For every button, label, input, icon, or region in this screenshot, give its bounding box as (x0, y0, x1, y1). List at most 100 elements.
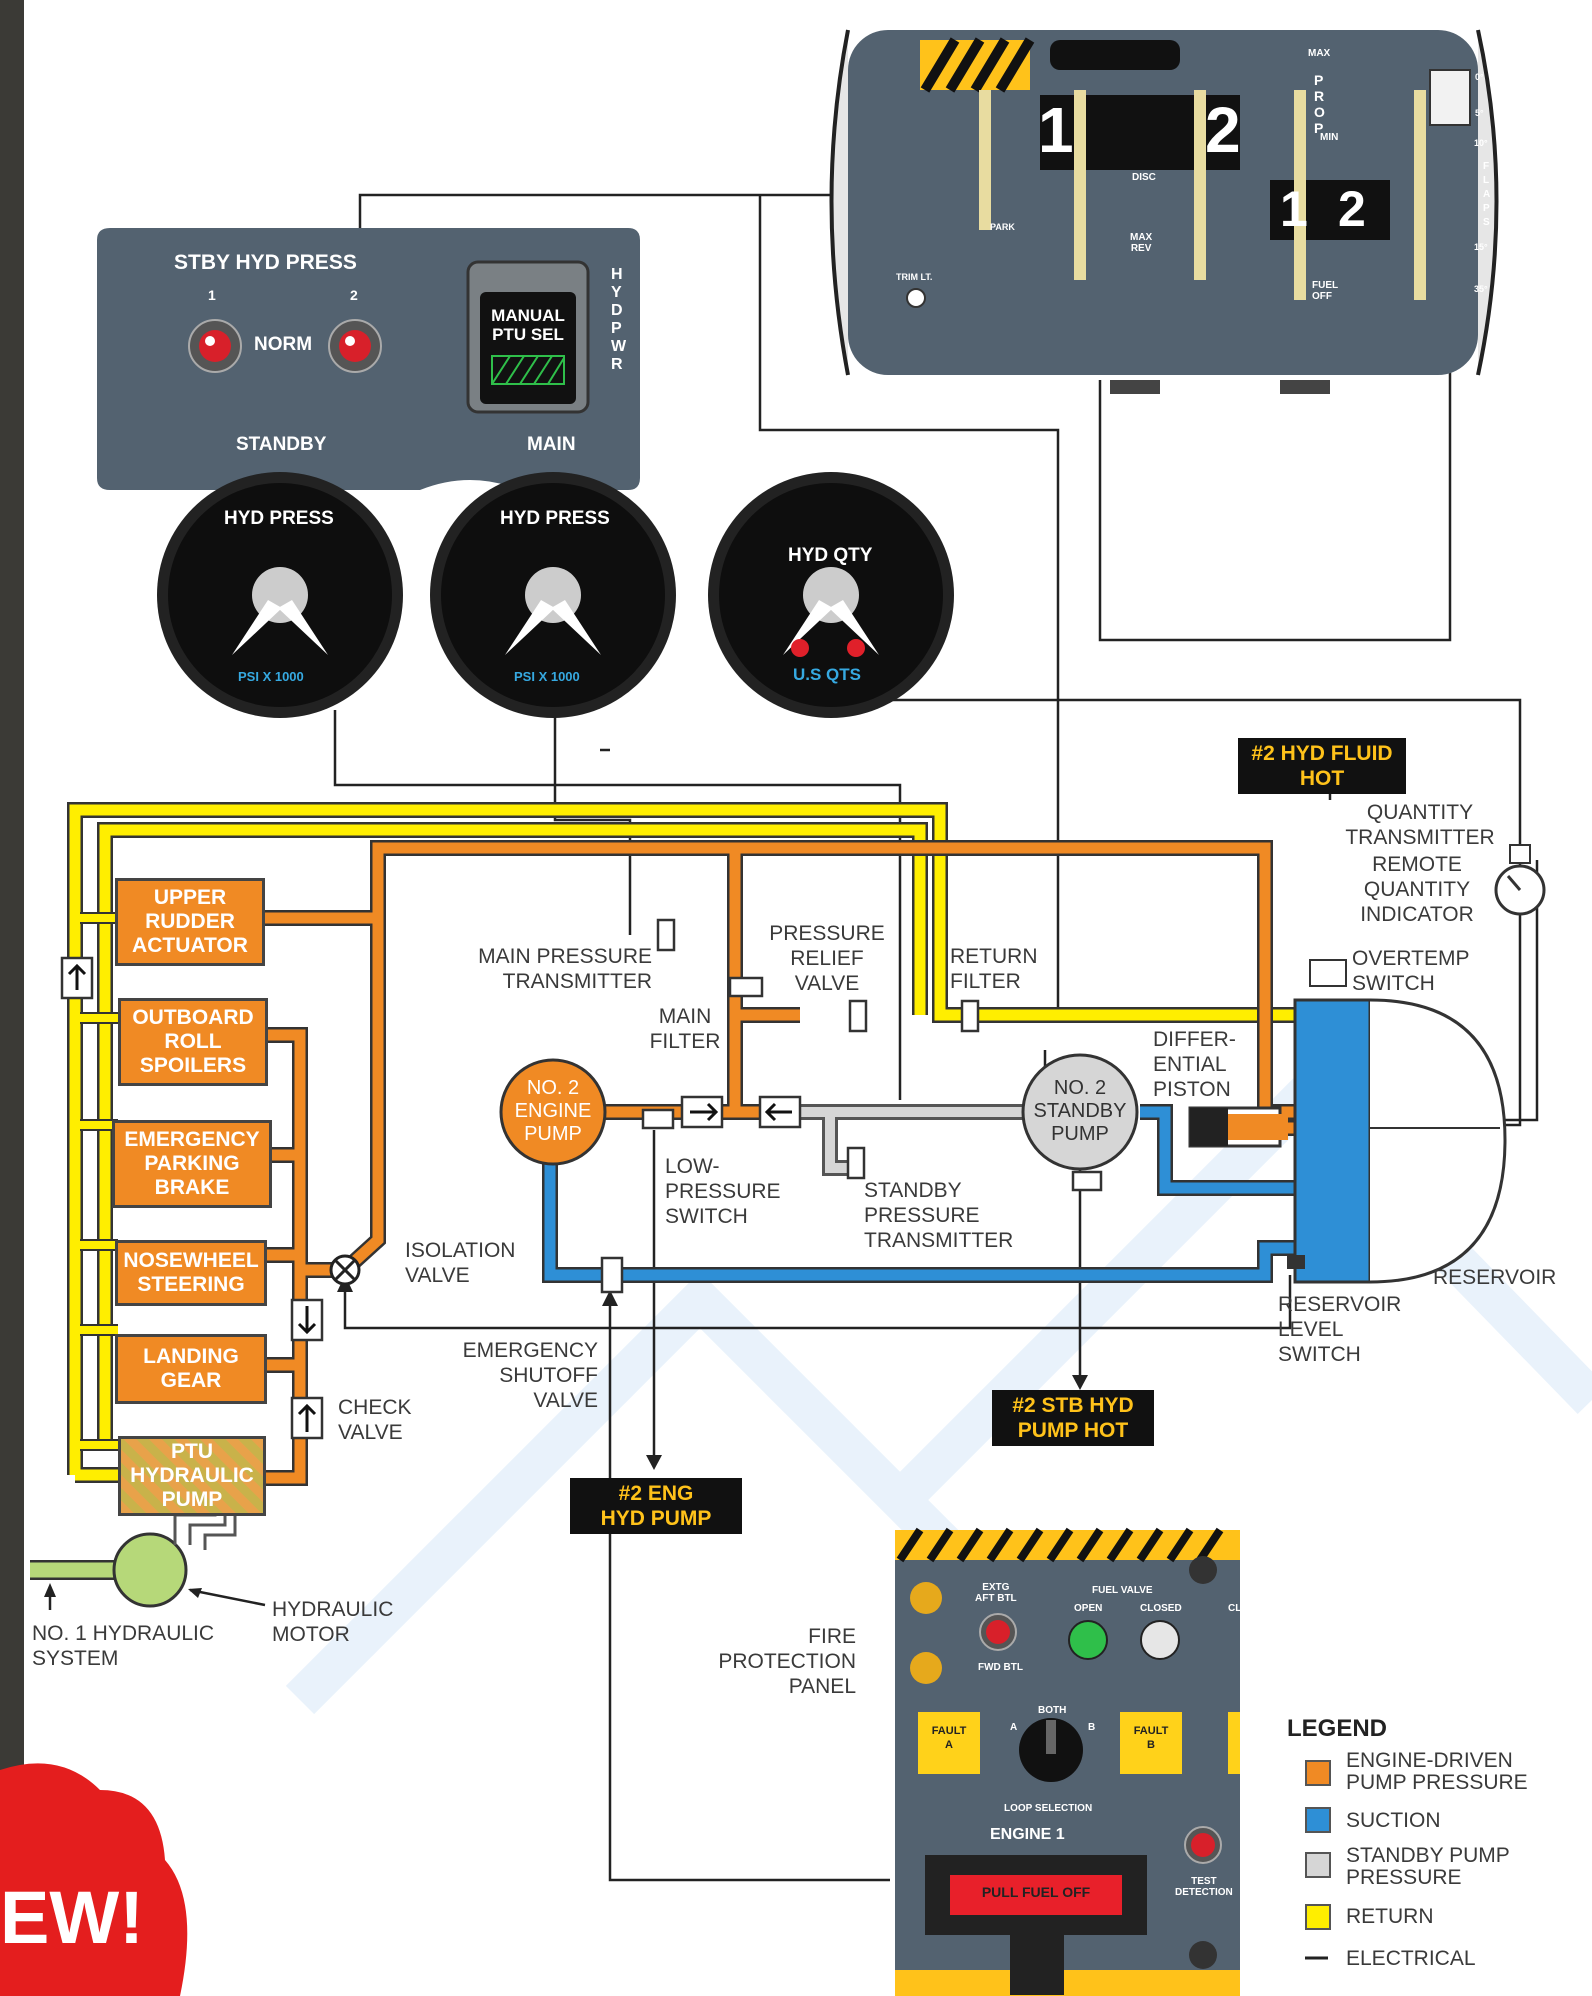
condition-lever-1[interactable]: 1 (1280, 181, 1308, 237)
main-gauge-title: HYD PRESS (500, 508, 610, 529)
reservoir-level-switch (1287, 1255, 1305, 1269)
flaps-label: FLAPS (1483, 161, 1491, 228)
low-pressure-switch-label: LOW- PRESSURE SWITCH (665, 1155, 781, 1228)
legend-label-pressure: ENGINE-DRIVEN PUMP PRESSURE (1346, 1749, 1528, 1794)
legend-label-standby: STANDBY PUMP PRESSURE (1346, 1844, 1510, 1889)
quantity-transmitter-label: QUANTITY TRANSMITTER (1345, 801, 1495, 849)
loop-a-label: A (1010, 1722, 1018, 1733)
main-pressure-transmitter-label: MAIN PRESSURE TRANSMITTER (478, 945, 652, 993)
legend-label-electrical: ELECTRICAL (1346, 1947, 1476, 1970)
cl-label: CL (1228, 1603, 1242, 1614)
open-label: OPEN (1074, 1603, 1103, 1614)
norm-label: NORM (254, 334, 313, 355)
flap-mark-0: 0° (1475, 72, 1484, 82)
isolation-valve-label: ISOLATION VALVE (405, 1239, 516, 1287)
new-badge: EW! (0, 1876, 144, 1959)
overtemp-switch (1309, 959, 1347, 987)
fuel-valve-label: FUEL VALVE (1092, 1585, 1153, 1596)
test-detection-label: TEST DETECTION (1175, 1876, 1233, 1898)
qty-gauge-unit: U.S QTS (793, 665, 862, 684)
fault-a-light[interactable]: FAULT A (931, 1725, 967, 1751)
reservoir (1188, 998, 1507, 1284)
fuel-off-label: FUEL OFF (1312, 280, 1339, 302)
flap-mark-10: 10° (1474, 138, 1488, 148)
fire-protection-panel-label: FIRE PROTECTION PANEL (718, 1625, 856, 1698)
throttle-quadrant-shape (829, 29, 1499, 394)
stby-hyd-panel-shape (97, 228, 640, 490)
standby-pump-body (1021, 1053, 1139, 1171)
engine-pump-body (499, 1058, 607, 1166)
ptu-hydraulic-pump: PTU HYDRAULIC PUMP (118, 1436, 266, 1516)
new-badge-shape (0, 1763, 188, 1996)
switch-1-label: 1 (208, 287, 216, 303)
fwd-btl-label: FWD BTL (978, 1662, 1023, 1673)
extg-fwd-button[interactable] (980, 1614, 1016, 1650)
check-valve-label: CHECK VALVE (338, 1396, 412, 1444)
remote-quantity-indicator-label: REMOTE QUANTITY INDICATOR (1360, 853, 1474, 926)
arrow-down-eng-pump (646, 1455, 662, 1470)
throttle-lever-1[interactable]: 1 (1038, 94, 1074, 166)
stby-switch-1[interactable] (190, 321, 240, 371)
return-filter-label: RETURN FILTER (950, 945, 1038, 993)
park-label: PARK (990, 222, 1015, 232)
line-fittings (600, 918, 1103, 1294)
landing-gear: LANDING GEAR (115, 1334, 267, 1404)
closed-label: CLOSED (1140, 1603, 1182, 1614)
arrow-emergency-shutoff (602, 1290, 618, 1306)
no1-hydraulic-system-label: NO. 1 HYDRAULIC SYSTEM (32, 1622, 215, 1670)
caution-stb-pump-hot: #2 STB HYD PUMP HOT (992, 1390, 1154, 1446)
gauge-standby-shape (157, 472, 403, 718)
loop-selection-label: LOOP SELECTION (1004, 1803, 1093, 1814)
standby-label: STANDBY (236, 434, 327, 455)
main-label: MAIN (527, 434, 576, 455)
isolation-valve (329, 1254, 361, 1286)
disc-label: DISC (1132, 172, 1156, 183)
max-rev-label: MAX REV (1130, 232, 1153, 254)
legend-swatch-pressure (1305, 1760, 1331, 1786)
legend-label-suction: SUCTION (1346, 1809, 1441, 1832)
standby-pump: NO. 2 STANDBY PUMP (1033, 1077, 1127, 1145)
condition-lever-2[interactable]: 2 (1338, 181, 1366, 237)
loop-selection-knob[interactable] (1019, 1718, 1083, 1782)
emergency-parking-brake: EMERGENCY PARKING BRAKE (112, 1120, 272, 1208)
legend-title: LEGEND (1287, 1715, 1388, 1742)
flap-mark-15: 15° (1474, 242, 1488, 252)
extg-aft-btl-label: EXTG AFT BTL (975, 1582, 1017, 1604)
flap-mark-35: 35° (1474, 284, 1488, 294)
standby-lines (778, 1104, 1030, 1176)
left-edge-strip (0, 0, 24, 1770)
switch-2-label: 2 (350, 287, 358, 303)
caution-hyd-fluid-hot: #2 HYD FLUID HOT (1238, 738, 1406, 794)
legend-swatch-return (1305, 1904, 1331, 1930)
caution-eng-hyd-pump: #2 ENG HYD PUMP (570, 1478, 742, 1534)
loop-b-label: B (1088, 1722, 1096, 1733)
gauge-qty-shape (708, 472, 954, 718)
overtemp-switch-label: OVERTEMP SWITCH (1352, 947, 1470, 995)
fire-protection-panel-shape (895, 1527, 1240, 1996)
pull-fuel-off-handle[interactable]: PULL FUEL OFF (981, 1884, 1091, 1900)
legend-label-return: RETURN (1346, 1905, 1434, 1928)
reservoir-label: RESERVOIR (1433, 1266, 1557, 1289)
stby-hyd-press-title: STBY HYD PRESS (174, 251, 357, 274)
prop-label: PROP (1314, 72, 1325, 136)
legend-swatch-standby (1305, 1852, 1331, 1878)
stby-gauge-unit: PSI X 1000 (238, 669, 304, 684)
test-detection-button[interactable] (1185, 1827, 1221, 1863)
max-label: MAX (1308, 48, 1331, 59)
remote-quantity-indicator (1494, 844, 1546, 916)
stby-switch-2[interactable] (330, 321, 380, 371)
manual-ptu-sel-button[interactable]: MANUAL PTU SEL (491, 306, 565, 344)
stby-gauge-title: HYD PRESS (224, 508, 334, 529)
reservoir-level-switch-label: RESERVOIR LEVEL SWITCH (1278, 1293, 1402, 1366)
standby-pressure-transmitter-label: STANDBY PRESSURE TRANSMITTER (864, 1179, 1014, 1252)
emergency-shutoff-valve-label: EMERGENCY SHUTOFF VALVE (462, 1339, 598, 1412)
check-valves (60, 956, 802, 1440)
trim-lt-label: TRIM LT. (896, 272, 933, 282)
main-gauge-unit: PSI X 1000 (514, 669, 580, 684)
engine-pump: NO. 2 ENGINE PUMP (514, 1077, 592, 1145)
fault-b-light[interactable]: FAULT B (1133, 1725, 1169, 1751)
throttle-lever-2[interactable]: 2 (1205, 94, 1241, 166)
hydraulic-motor-label: HYDRAULIC MOTOR (272, 1598, 394, 1646)
